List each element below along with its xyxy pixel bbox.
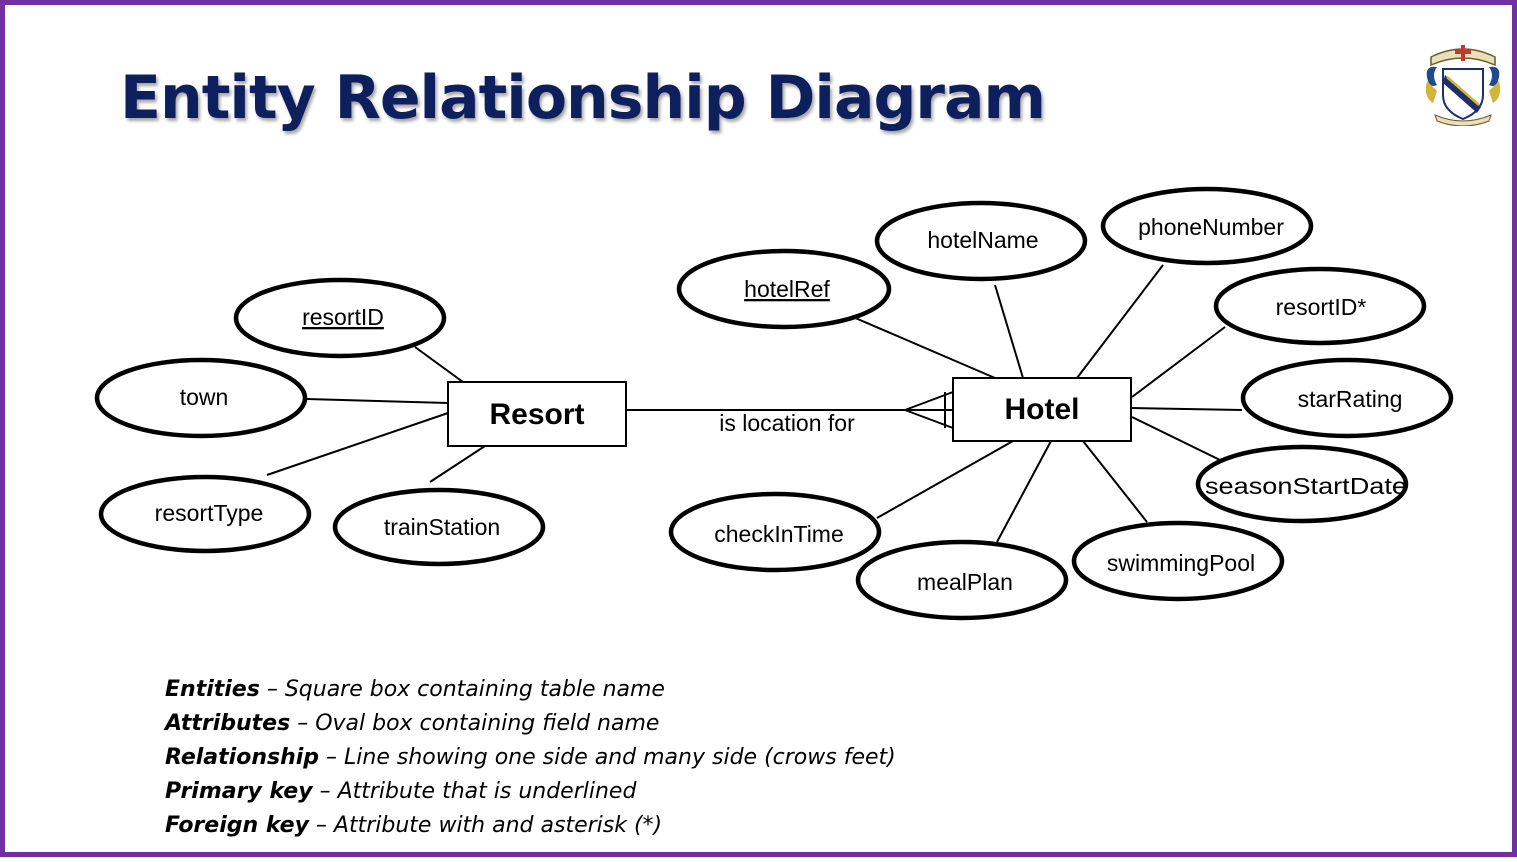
connector-mealPlan [996, 440, 1052, 543]
crows-foot-icon [904, 391, 954, 429]
attr-swimmingPool-oval [1071, 520, 1285, 602]
attr-hotelName-label: hotelName [927, 227, 1038, 253]
attr-checkInTime-oval [668, 491, 882, 573]
connector-resortType [266, 412, 449, 476]
legend-desc: – Oval box containing field name [290, 711, 660, 736]
attr-town-oval [94, 357, 308, 439]
slide-title: Entity Relationship Diagram [120, 63, 1046, 133]
legend-term: Foreign key [165, 813, 309, 838]
legend-row-relationship: Relationship – Line showing one side and… [165, 741, 896, 775]
attr-resortID-fk-label: resortID* [1276, 294, 1367, 320]
legend-term: Relationship [165, 745, 320, 770]
connector-trainStation [429, 445, 486, 483]
attr-starRating-label: starRating [1298, 386, 1403, 412]
attr-seasonStartDate-label: seasonStartDate [1205, 473, 1407, 499]
attr-resortID-oval [233, 277, 447, 359]
legend-term: Entities [165, 677, 260, 702]
connector-town [306, 398, 449, 404]
er-diagram: is location for Resort Hotel [94, 186, 1454, 621]
attr-hotelRef-oval [676, 248, 892, 330]
connector-swimmingPool [1082, 440, 1148, 523]
attr-swimmingPool-label: swimmingPool [1107, 550, 1255, 576]
entity-resort-label: Resort [489, 398, 584, 431]
connector-hotelName [994, 284, 1024, 379]
connector-phoneNumber [1076, 264, 1164, 379]
connector-resortID-fk [1131, 326, 1226, 398]
legend-desc: – Attribute with and asterisk (*) [308, 813, 663, 838]
attr-town-label: town [180, 384, 229, 410]
connector-hotelRef [852, 316, 996, 379]
attr-mealPlan-oval [855, 539, 1069, 621]
attr-checkInTime-label: checkInTime [714, 521, 844, 547]
attr-phoneNumber-oval [1100, 186, 1314, 266]
connector-checkInTime [876, 440, 1014, 519]
legend-desc: – Line showing one side and many side (c… [319, 745, 896, 770]
legend-term: Attributes [165, 711, 291, 736]
attr-resortID-label: resortID [302, 304, 384, 330]
legend-row-foreign-key: Foreign key – Attribute with and asteris… [165, 809, 896, 843]
legend-desc: – Square box containing table name [259, 677, 665, 702]
connector-seasonStartDate [1131, 416, 1221, 461]
attr-mealPlan-label: mealPlan [917, 569, 1013, 595]
attr-hotelName-oval [874, 200, 1088, 282]
attr-resortType-label: resortType [155, 500, 264, 526]
entity-resort: Resort [447, 381, 627, 447]
legend: Entities – Square box containing table n… [165, 673, 896, 843]
attr-resortType-oval [98, 474, 312, 554]
legend-row-attributes: Attributes – Oval box containing field n… [165, 707, 896, 741]
attr-hotelRef-label: hotelRef [744, 276, 830, 302]
attr-trainStation-oval [332, 487, 546, 567]
attr-seasonStartDate-oval [1195, 444, 1409, 524]
attr-trainStation-label: trainStation [384, 514, 500, 540]
attr-phoneNumber-label: phoneNumber [1138, 214, 1284, 240]
connector-starRating [1131, 407, 1243, 411]
legend-row-primary-key: Primary key – Attribute that is underlin… [165, 775, 896, 809]
school-crest-icon [1425, 45, 1501, 126]
entity-hotel-label: Hotel [1005, 393, 1080, 426]
entity-hotel: Hotel [952, 377, 1132, 442]
legend-row-entities: Entities – Square box containing table n… [165, 673, 896, 707]
attr-resortID-fk-oval [1213, 266, 1427, 346]
relationship-label: is location for [719, 410, 855, 436]
attr-starRating-oval [1240, 357, 1454, 439]
connector-resortID [414, 346, 464, 383]
legend-term: Primary key [165, 779, 313, 804]
legend-desc: – Attribute that is underlined [312, 779, 637, 804]
